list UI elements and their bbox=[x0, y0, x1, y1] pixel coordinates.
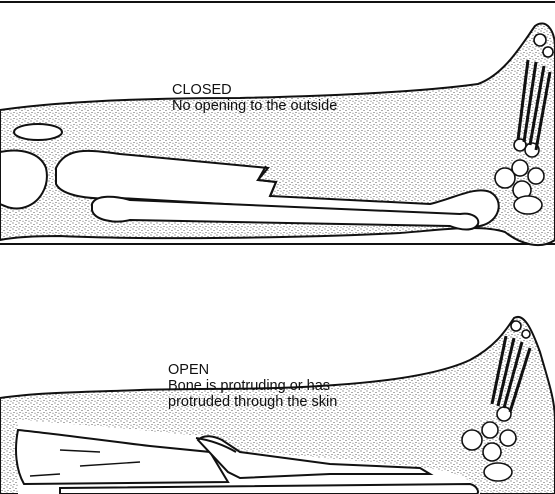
open-fracture-title: OPEN bbox=[168, 362, 209, 378]
open-fracture-description-line-2: protruded through the skin bbox=[168, 394, 337, 410]
open-fracture-description-line-1: Bone is protruding or has bbox=[168, 378, 330, 394]
closed-fracture-leg bbox=[0, 23, 555, 245]
closed-fracture-description: No opening to the outside bbox=[172, 98, 337, 114]
closed-kneecap bbox=[14, 124, 62, 140]
closed-fracture-title: CLOSED bbox=[172, 82, 232, 98]
